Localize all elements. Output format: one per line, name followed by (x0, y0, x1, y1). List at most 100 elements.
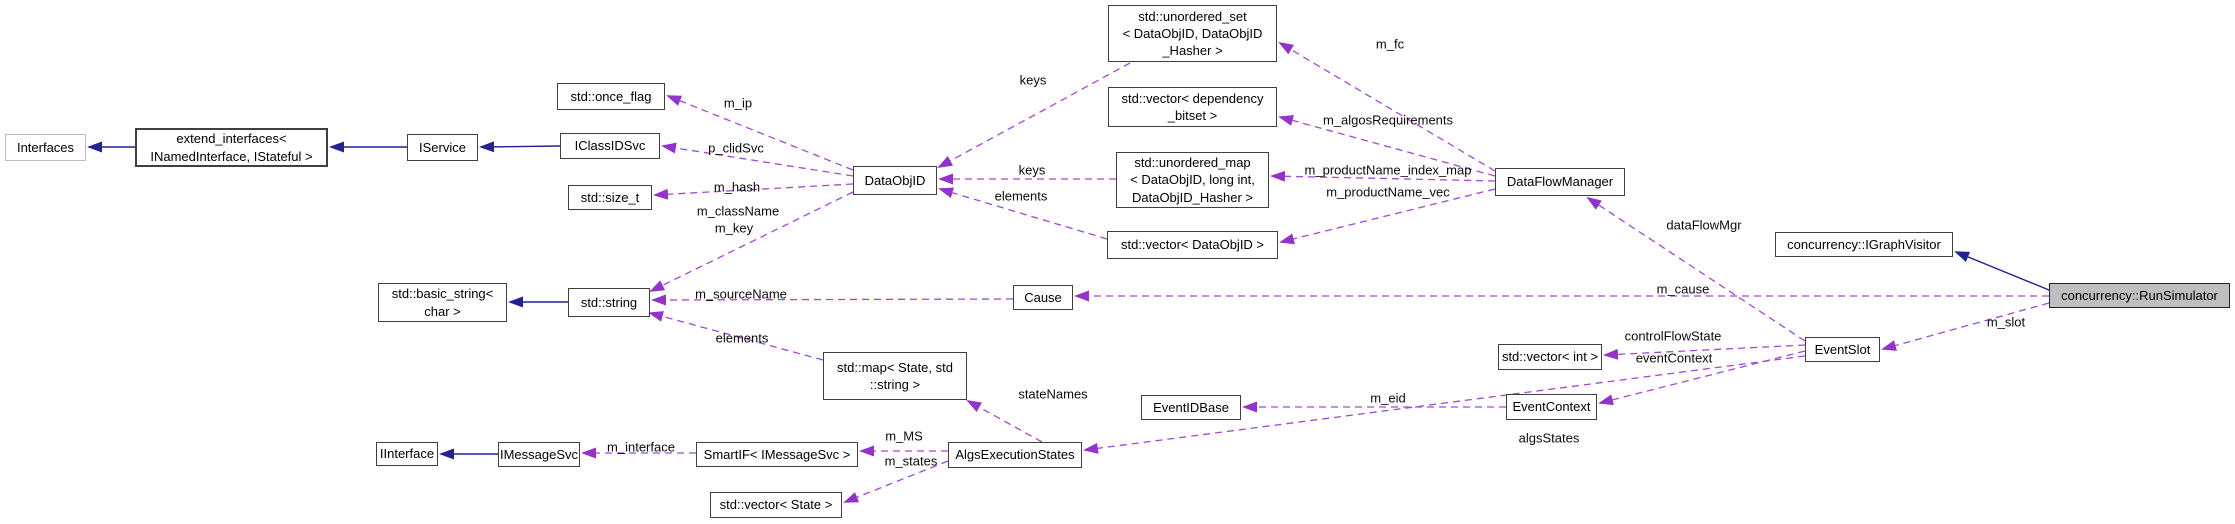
node-label-line: std::vector< State > (719, 497, 833, 513)
edge-label-m_slot: m_slot (1986, 314, 2026, 330)
edge-label-m_hash: m_hash (713, 179, 761, 195)
node-cause[interactable]: Cause (1013, 285, 1073, 310)
edge-label-m_cause: m_cause (1656, 281, 1710, 297)
edge-label-m_interface: m_interface (607, 439, 675, 455)
node-label-line: AlgsExecutionStates (955, 447, 1075, 463)
edge-m_slot-arrow (1881, 302, 2050, 351)
node-label-line: std::once_flag (570, 88, 652, 104)
node-once-flag[interactable]: std::once_flag (557, 83, 665, 110)
node-basic-string[interactable]: std::basic_string<char > (378, 283, 507, 322)
node-label-line: std::unordered_set (1138, 8, 1247, 24)
edge-label-m_ip: m_ip (723, 95, 753, 111)
edge-label-m_sourceName: m_sourceName (695, 286, 787, 302)
edge-label-m_eid: m_eid (1370, 390, 1406, 406)
edge-m_ip-arrow (666, 95, 854, 171)
node-unordered-map[interactable]: std::unordered_map< DataObjID, long int,… (1116, 152, 1269, 208)
node-vector-int[interactable]: std::vector< int > (1498, 344, 1602, 370)
edge-m_fc-arrow (1278, 41, 1496, 172)
node-iclassidsvc[interactable]: IClassIDSvc (560, 133, 660, 159)
node-label-line: Interfaces (16, 139, 75, 155)
node-label-line: ::string > (869, 377, 921, 392)
edge-label-m_className: m_className (696, 203, 780, 219)
edge-label-stateNames: stateNames (1018, 386, 1088, 402)
node-eventcontext[interactable]: EventContext (1506, 394, 1597, 420)
node-label-line: std::vector< dependency (1121, 90, 1264, 106)
edge-inheritance-arrow (479, 141, 561, 153)
node-label-line: extend_interfaces< (176, 131, 287, 147)
edge-stateNames-arrow (966, 400, 1043, 443)
node-label-line: DataFlowManager (1506, 174, 1614, 190)
node-label-line: concurrency::RunSimulator (2061, 287, 2218, 303)
node-label-line: concurrency::IGraphVisitor (1787, 236, 1941, 252)
edge-label-m_productName_index_map: m_productName_index_map (1304, 162, 1472, 178)
node-label-line: DataObjID (864, 172, 926, 188)
node-extend-interfaces[interactable]: extend_interfaces<INamedInterface, IStat… (135, 128, 328, 167)
edge-label-m_algosRequirements: m_algosRequirements (1322, 112, 1454, 128)
edge-label-controlFlowState: controlFlowState (1624, 328, 1722, 344)
edge-label-elements: elements (715, 330, 769, 346)
edge-label-algsStates: algsStates (1518, 430, 1580, 446)
edge-inheritance-arrow (1954, 251, 2050, 291)
edge-keys-arrow (937, 62, 1131, 168)
node-vector-dataobjid[interactable]: std::vector< DataObjID > (1107, 231, 1278, 259)
node-label-line: SmartIF< IMessageSvc > (703, 446, 851, 462)
node-vector-state[interactable]: std::vector< State > (710, 492, 842, 518)
node-label-line: EventIDBase (1153, 399, 1229, 415)
edge-label-keys: keys (1018, 162, 1046, 178)
edge-m_hash-arrow (653, 183, 854, 200)
edge-m_className-arrow (649, 191, 854, 292)
node-iservice[interactable]: IService (407, 134, 478, 161)
node-interfaces: Interfaces (5, 134, 86, 161)
node-label-line: IService (419, 139, 466, 155)
node-algsexecutionstates[interactable]: AlgsExecutionStates (948, 442, 1082, 468)
edge-label-m_MS: m_MS (885, 428, 923, 444)
node-map-state-string[interactable]: std::map< State, std::string > (823, 352, 967, 400)
edge-m_algosRequirements-arrow (1278, 115, 1496, 177)
node-label-line: std::vector< int > (1501, 349, 1599, 365)
node-size-t[interactable]: std::size_t (568, 185, 652, 210)
edge-label-elements: elements (994, 188, 1048, 204)
edge-elements-arrow (938, 187, 1108, 240)
edge-label-m_fc: m_fc (1375, 36, 1405, 52)
node-string[interactable]: std::string (568, 288, 650, 317)
edge-controlFlowState-arrow (1603, 344, 1806, 360)
node-label-line: std::map< State, std (837, 359, 953, 375)
edge-elements-arrow (648, 311, 824, 361)
node-iinterface[interactable]: IInterface (376, 442, 438, 466)
edge-label-dataFlowMgr: dataFlowMgr (1666, 217, 1742, 233)
node-label-line: DataObjID_Hasher > (1131, 189, 1254, 205)
node-label-line: std::size_t (580, 189, 640, 205)
node-eventslot[interactable]: EventSlot (1805, 337, 1880, 362)
node-dataobjid[interactable]: DataObjID (853, 166, 937, 195)
node-label-line: Cause (1024, 289, 1062, 305)
node-label-line: IMessageSvc (499, 446, 579, 462)
edge-label-eventContext: eventContext (1635, 350, 1713, 366)
node-label-line: char > (424, 303, 461, 319)
node-unordered-set[interactable]: std::unordered_set< DataObjID, DataObjID… (1108, 5, 1277, 62)
node-label-line: std::unordered_map (1134, 155, 1251, 171)
edge-label-p_clidSvc: p_clidSvc (708, 140, 764, 156)
edge-dataFlowMgr-arrow (1586, 196, 1806, 342)
node-imessagesvc[interactable]: IMessageSvc (498, 442, 580, 467)
node-runsimulator: concurrency::RunSimulator (2049, 283, 2230, 308)
edge-label-m_key: m_key (714, 220, 754, 236)
edge-label-keys: keys (1019, 72, 1047, 88)
node-label-line: INamedInterface, IStateful > (150, 148, 313, 164)
node-label-line: EventSlot (1814, 341, 1871, 357)
node-smartif-imessagesvc[interactable]: SmartIF< IMessageSvc > (696, 442, 858, 467)
edge-m_sourceName-arrow (651, 294, 1014, 306)
edge-m_productName_vec-arrow (1279, 188, 1496, 245)
node-label-line: _Hasher > (1162, 43, 1223, 59)
node-label-line: std::string (580, 294, 638, 310)
node-label-line: < DataObjID, long int, (1130, 172, 1255, 188)
node-vector-dependency-bitset[interactable]: std::vector< dependency_bitset > (1108, 87, 1277, 127)
edge-label-m_states: m_states (884, 453, 938, 469)
node-dataflowmanager[interactable]: DataFlowManager (1495, 168, 1625, 196)
edge-p_clidSvc-arrow (661, 142, 854, 177)
node-label-line: std::vector< DataObjID > (1120, 237, 1265, 253)
node-igraphvisitor[interactable]: concurrency::IGraphVisitor (1775, 232, 1953, 257)
node-label-line: IInterface (379, 446, 435, 462)
node-eventidbase[interactable]: EventIDBase (1141, 395, 1241, 420)
